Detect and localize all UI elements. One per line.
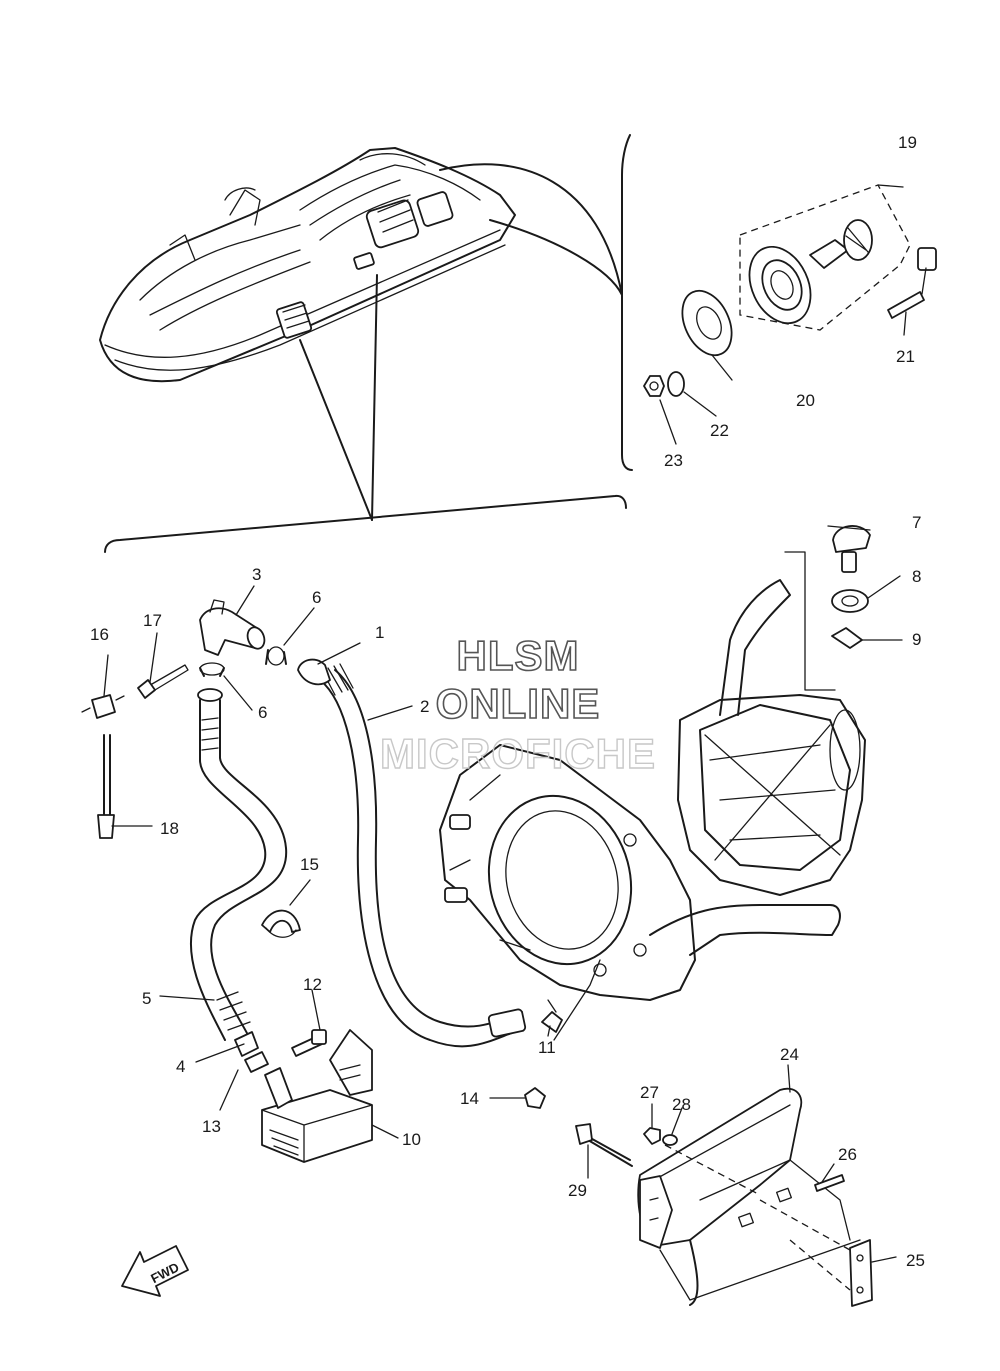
callout-23: 23: [664, 451, 683, 470]
callout-8: 8: [912, 567, 921, 586]
callout-18: 18: [160, 819, 179, 838]
drain-plug-assembly: [643, 184, 937, 397]
callout-27: 27: [640, 1083, 659, 1102]
hoses: [189, 658, 527, 1057]
callout-20: 20: [796, 391, 815, 410]
callout-13: 13: [202, 1117, 221, 1136]
watermark-line3: MICROFICHE: [380, 730, 656, 777]
watermark-line2: ONLINE: [436, 680, 601, 727]
callout-15: 15: [300, 855, 319, 874]
callout-12: 12: [303, 975, 322, 994]
callout-2: 2: [420, 697, 429, 716]
callout-24: 24: [780, 1045, 799, 1064]
callout-6-upper: 6: [312, 588, 321, 607]
callout-5: 5: [142, 989, 151, 1008]
watermark: HLSM ONLINE MICROFICHE: [379, 631, 656, 778]
pump-housing: [439, 551, 866, 1001]
callout-6-lower: 6: [258, 703, 267, 722]
callout-7: 7: [912, 513, 921, 532]
callout-21: 21: [896, 347, 915, 366]
callout-25: 25: [906, 1251, 925, 1270]
watermark-line1: HLSM: [457, 632, 580, 679]
callout-labels: 1 2 3 4 5 6 6 7 8 9 10 11 12 13 14 15 16…: [90, 133, 925, 1270]
callout-4: 4: [176, 1057, 185, 1076]
callout-29: 29: [568, 1181, 587, 1200]
callout-1: 1: [375, 623, 384, 642]
detail-frames: [104, 134, 633, 553]
leader-lines: [103, 184, 907, 1263]
small-parts: [81, 525, 873, 1307]
callout-14: 14: [460, 1089, 479, 1108]
callout-9: 9: [912, 630, 921, 649]
callout-3: 3: [252, 565, 261, 584]
callout-22: 22: [710, 421, 729, 440]
fwd-arrow-icon: FWD: [121, 1245, 189, 1297]
callout-11: 11: [538, 1038, 556, 1057]
callout-10: 10: [402, 1130, 421, 1149]
callout-17: 17: [143, 611, 162, 630]
callout-19: 19: [898, 133, 917, 152]
callout-16: 16: [90, 625, 109, 644]
watercraft-overview: [99, 147, 623, 521]
callout-28: 28: [672, 1095, 691, 1114]
callout-26: 26: [838, 1145, 857, 1164]
